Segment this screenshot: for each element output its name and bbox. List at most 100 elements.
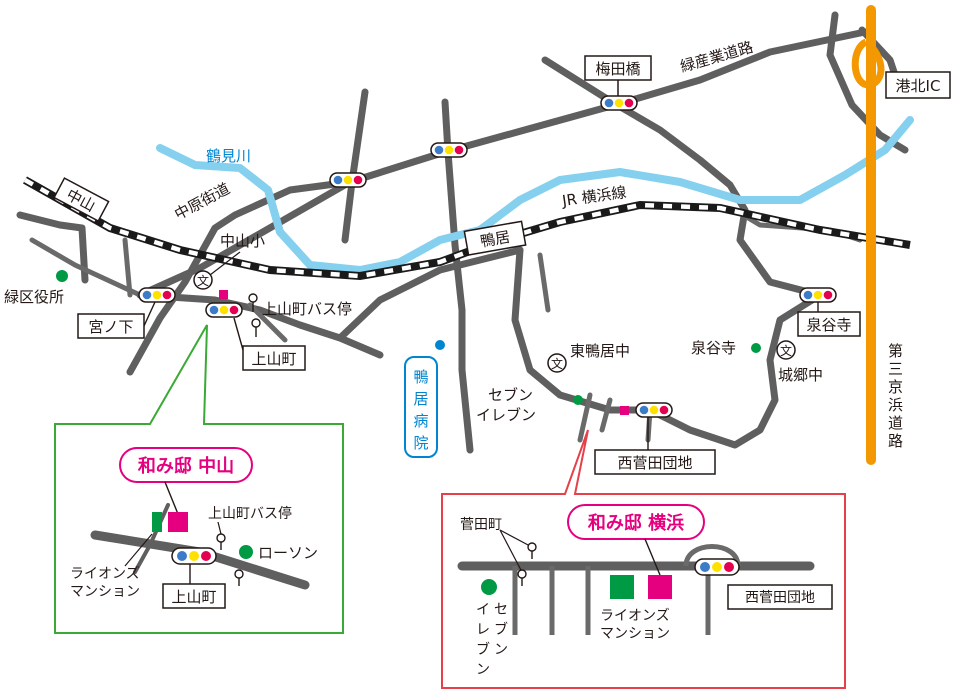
school-icon: 文 xyxy=(193,270,213,290)
label-midori-ward-office: 緑区役所 xyxy=(4,288,64,306)
road-kamoi-loop xyxy=(511,246,824,449)
nagomitei-nakayama-marker xyxy=(219,290,228,299)
signal-izumiyato xyxy=(799,287,837,303)
road-kamoi-sw xyxy=(336,246,524,342)
svg-text:文: 文 xyxy=(197,273,209,288)
road-ns-yamatoriver xyxy=(341,88,369,244)
label-kohoku-ic-box: 港北IC xyxy=(885,71,951,99)
inset-yokohama-title: 和み邸 横浜 xyxy=(588,512,684,534)
label-third-keihin: 第 三 京 浜 道 路 xyxy=(888,342,903,450)
school-icon: 文 xyxy=(776,340,796,360)
label-kamoi-station-box: 鴨居 xyxy=(463,220,527,256)
label-umedabashi-box: 梅田橋 xyxy=(584,55,652,96)
svg-text:道: 道 xyxy=(888,414,903,432)
road-kamoi-south-1 xyxy=(537,252,551,313)
izumiyato-temple-marker xyxy=(751,343,761,353)
bus-stop-icon xyxy=(216,533,226,543)
nagomitei-marker xyxy=(648,575,672,599)
svg-text:ン: ン xyxy=(494,642,508,658)
label-miyanoshita: 宮ノ下 xyxy=(88,318,133,336)
seven-eleven-marker xyxy=(481,579,497,595)
nagomitei-marker xyxy=(168,512,188,532)
inset-yokohama-lions-1: ライオンズ xyxy=(600,608,670,624)
nagomitei-yokohama-marker xyxy=(620,406,629,415)
signal-kamiyamacho xyxy=(205,302,243,318)
bus-stop-icon xyxy=(251,318,261,337)
label-higashi-kamoi-jh: 東鴨居中 xyxy=(570,342,630,360)
bus-stop-icon xyxy=(234,569,244,579)
svg-text:セ: セ xyxy=(494,602,508,618)
lions-mansion-marker xyxy=(152,512,162,532)
svg-text:ブ: ブ xyxy=(494,621,508,638)
road-umedabashi-se xyxy=(541,56,824,299)
svg-text:三: 三 xyxy=(888,360,903,378)
road-nakahara xyxy=(126,178,354,376)
label-kamiyamacho-bus: 上山町バス停 xyxy=(262,300,352,318)
third-keihin-expressway xyxy=(851,5,885,465)
label-izumiyato-temple: 泉谷寺 xyxy=(691,339,736,357)
label-kohoku-ic: 港北IC xyxy=(896,77,941,95)
road-nakayama-west-3 xyxy=(122,237,133,298)
svg-text:居: 居 xyxy=(413,390,428,408)
traffic-signal-icon xyxy=(171,547,217,565)
inset-nakayama-kamiyamacho: 上山町 xyxy=(171,588,216,606)
road-kamiyama-south xyxy=(247,302,288,343)
label-nishi-sugeta-box: 西菅田団地 xyxy=(594,417,716,475)
bus-stop-icon xyxy=(517,569,527,579)
lions-mansion-marker xyxy=(610,575,634,599)
signal-umedabashi xyxy=(600,95,638,111)
label-nakayama-elem: 中山小 xyxy=(220,232,265,250)
roads xyxy=(16,11,909,454)
lawson-marker xyxy=(239,545,253,559)
inset-yokohama: 和み邸 横浜 ライオンズ マンション 菅田町 イ レ ブ ン セ ブ ン xyxy=(441,429,846,689)
road-nakayama-west-2 xyxy=(29,237,143,298)
road-ryokusan xyxy=(136,28,869,299)
svg-text:路: 路 xyxy=(888,432,903,450)
label-nakahara-kaido: 中原街道 xyxy=(171,179,232,223)
svg-text:ブ: ブ xyxy=(476,641,490,658)
bus-stop-icon xyxy=(527,542,537,552)
label-izumiyato-box: 泉谷寺 xyxy=(797,302,861,337)
signal-nishi-sugeta xyxy=(635,402,673,418)
label-tsurumi-river: 鶴見川 xyxy=(206,147,251,165)
inset-yokohama-nishi-sugeta: 西菅田団地 xyxy=(745,590,815,606)
inset-yokohama-sugetacho: 菅田町 xyxy=(460,517,502,533)
tsurumi-river xyxy=(156,116,914,274)
svg-text:文: 文 xyxy=(551,356,563,371)
label-kamiyamacho: 上山町 xyxy=(251,350,296,368)
signal-ryokusan-mid xyxy=(430,142,468,158)
midori-ward-office-marker xyxy=(56,270,68,282)
label-kamoi-hospital-1: 鴨 xyxy=(413,368,428,386)
label-seven-eleven-2: イレブン xyxy=(476,406,536,424)
label-nakayama-station-box: 中山 xyxy=(53,177,110,223)
label-nishi-sugeta: 西菅田団地 xyxy=(617,454,692,472)
road-miyanoshita-east xyxy=(136,291,384,359)
road-sugeta-2 xyxy=(599,397,613,433)
signal-ryokusan-west xyxy=(329,172,367,188)
road-nakayama-west xyxy=(16,211,89,284)
signal-miyanoshita xyxy=(138,287,176,303)
road-sugeta-1 xyxy=(577,392,593,443)
svg-text:病: 病 xyxy=(413,412,428,430)
label-izumiyato: 泉谷寺 xyxy=(806,316,851,334)
svg-text:文: 文 xyxy=(780,343,792,358)
inset-nakayama-lawson: ローソン xyxy=(258,544,318,562)
traffic-signal-icon xyxy=(694,558,740,576)
svg-text:京: 京 xyxy=(888,378,903,396)
label-jogo-jh: 城郷中 xyxy=(778,366,823,384)
inset-nakayama-bus: 上山町バス停 xyxy=(208,505,292,522)
inset-nakayama-title: 和み邸 中山 xyxy=(138,455,234,477)
label-seven-eleven-1: セブン xyxy=(488,386,533,404)
inset-nakayama: 和み邸 中山 上山町バス停 ローソン ライオンズ マンション 上山町 xyxy=(54,324,344,634)
bus-stop-icon xyxy=(248,293,258,312)
inset-yokohama-lions-2: マンション xyxy=(600,626,670,642)
inset-nakayama-lions-1: ライオンズ xyxy=(70,566,140,582)
label-miyanoshita-box: 宮ノ下 xyxy=(77,301,156,339)
svg-text:第: 第 xyxy=(888,342,903,360)
svg-text:院: 院 xyxy=(413,434,428,452)
svg-text:浜: 浜 xyxy=(888,396,903,414)
seven-eleven-marker xyxy=(573,395,583,405)
school-icon: 文 xyxy=(547,353,567,373)
inset-yokohama-seven-eleven: イ レ ブ ン セ ブ ン xyxy=(476,602,508,678)
